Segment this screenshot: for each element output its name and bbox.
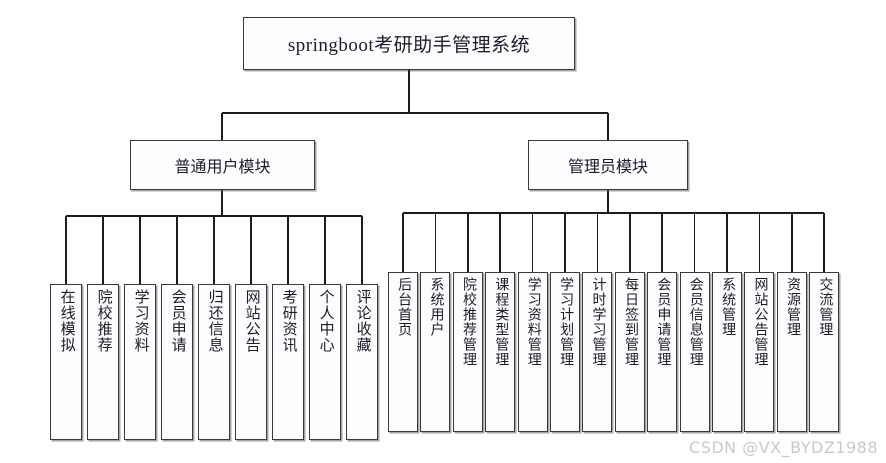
leaf-node-user-module-0: 在线模拟 [50, 284, 82, 440]
leaf-node-admin-module-0: 后台首页 [388, 272, 418, 432]
leaf-drop-line-1-1 [434, 213, 437, 272]
leaf-node-admin-module-12: 资源管理 [776, 272, 807, 432]
leaf-drop-line-1-13 [823, 213, 825, 272]
leaf-drop-line-0-6 [287, 216, 289, 284]
module-node-user: 普通用户模块 [130, 140, 315, 190]
leaf-drop-line-1-7 [629, 213, 631, 272]
leaf-drop-line-1-4 [531, 213, 534, 272]
leaf-node-user-module-8: 评论收藏 [346, 284, 378, 440]
leaf-drop-line-0-5 [250, 216, 252, 284]
leaf-drop-line-0-0 [65, 216, 67, 284]
leaf-node-user-module-5: 网站公告 [235, 284, 267, 440]
leaf-drop-line-1-3 [499, 213, 501, 272]
top-bus-line [222, 112, 608, 114]
leaf-node-admin-module-6: 计时学习管理 [582, 272, 613, 432]
leaf-node-admin-module-10: 系统管理 [712, 272, 742, 432]
module-drop-line-1 [607, 113, 609, 140]
leaf-node-admin-module-3: 课程类型管理 [485, 272, 516, 432]
leaf-node-admin-module-5: 学习计划管理 [550, 272, 580, 432]
leaf-drop-line-0-2 [139, 216, 141, 284]
leaf-node-admin-module-4: 学习资料管理 [517, 272, 548, 432]
leaf-drop-line-1-10 [726, 213, 728, 272]
leaf-node-admin-module-7: 每日签到管理 [614, 272, 645, 432]
leaf-drop-line-1-0 [402, 213, 404, 272]
module-node-admin: 管理员模块 [528, 140, 688, 190]
leaf-node-user-module-6: 考研资讯 [272, 284, 304, 440]
module-stem-line-1 [607, 190, 609, 213]
module-stem-line-0 [221, 190, 223, 216]
root-node-system-title: springboot考研助手管理系统 [243, 17, 575, 70]
root-stem-line [408, 70, 410, 113]
leaf-node-user-module-7: 个人中心 [309, 284, 341, 440]
leaf-drop-line-0-8 [361, 216, 363, 284]
leaf-drop-line-1-5 [564, 213, 566, 272]
module-drop-line-0 [221, 113, 223, 140]
leaf-drop-line-0-3 [176, 216, 178, 284]
leaf-drop-line-1-11 [758, 213, 761, 272]
leaf-node-admin-module-8: 会员申请管理 [647, 272, 678, 432]
leaf-node-user-module-2: 学习资料 [124, 284, 156, 440]
leaf-node-admin-module-1: 系统用户 [420, 272, 451, 432]
leaf-drop-line-1-12 [791, 213, 793, 272]
leaf-drop-line-0-7 [324, 216, 326, 284]
child-bus-line-0 [66, 215, 362, 217]
leaf-drop-line-1-9 [693, 213, 696, 272]
leaf-node-admin-module-13: 交流管理 [809, 272, 840, 432]
leaf-drop-line-1-6 [596, 213, 599, 272]
leaf-drop-line-1-8 [661, 213, 663, 272]
leaf-node-user-module-3: 会员申请 [161, 284, 193, 440]
leaf-node-admin-module-2: 院校推荐管理 [452, 272, 483, 432]
leaf-drop-line-0-4 [213, 216, 215, 284]
child-bus-line-1 [403, 212, 825, 214]
leaf-node-user-module-1: 院校推荐 [87, 284, 119, 440]
leaf-node-admin-module-9: 会员信息管理 [679, 272, 710, 432]
watermark-text: CSDN @VX_BYDZ1988 [689, 438, 878, 457]
leaf-node-admin-module-11: 网站公告管理 [744, 272, 775, 432]
leaf-drop-line-0-1 [102, 216, 104, 284]
leaf-node-user-module-4: 归还信息 [198, 284, 230, 440]
leaf-drop-line-1-2 [467, 213, 469, 272]
